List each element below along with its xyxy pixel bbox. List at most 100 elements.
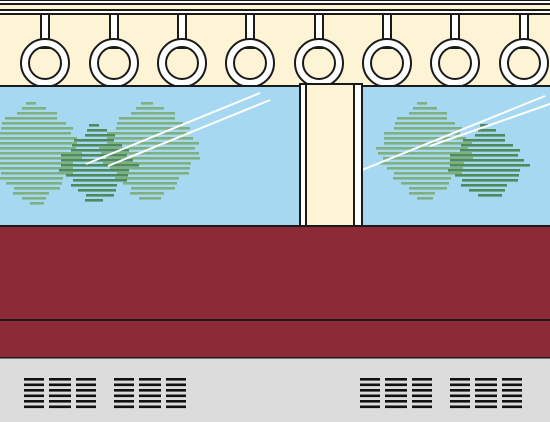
vent-slat (385, 383, 407, 387)
tree-stripe (383, 157, 473, 160)
vent-slat (412, 378, 432, 381)
tree-stripe (461, 184, 507, 187)
vent-slat (360, 383, 380, 387)
vent-slat (360, 394, 380, 398)
tree-stripe (119, 117, 175, 120)
tree-stripe (61, 164, 139, 167)
hand-strap-2 (89, 13, 139, 88)
vent-slat (114, 383, 134, 387)
vent-slat (385, 400, 407, 403)
floor-vents (24, 378, 522, 409)
tree-stripe (131, 187, 175, 190)
vent-slat (412, 394, 432, 398)
vent-slat (412, 383, 432, 387)
tree-stripe (393, 177, 451, 180)
hand-strap-ring (159, 40, 205, 86)
vent-slat (166, 389, 186, 392)
tree-stripe (59, 169, 129, 172)
vent-slat (76, 378, 96, 381)
tree-stripe (460, 149, 520, 152)
tree-stripe (2, 122, 66, 125)
seat-cushion (0, 319, 550, 359)
vent-grille-3 (360, 378, 432, 409)
tree-stripe (26, 102, 36, 105)
vent-slat (475, 389, 497, 392)
tree-stripe (448, 169, 520, 172)
tree-stripe (0, 167, 73, 170)
windows (0, 83, 550, 229)
tree-stripe (85, 199, 103, 202)
vent-slat (76, 394, 96, 398)
tree-stripe (378, 152, 472, 155)
hand-strap-8 (499, 13, 549, 88)
tree-stripe (0, 157, 82, 160)
tree-stripe (72, 144, 122, 147)
tree-stripe (409, 192, 435, 195)
vent-slat (450, 389, 470, 392)
tree-stripe (455, 174, 519, 177)
vent-slat (76, 405, 96, 409)
tree-stripe (30, 202, 44, 205)
hand-strap-ring (91, 40, 137, 86)
vent-slat (475, 378, 497, 381)
tree-stripe (101, 152, 199, 155)
vent-slat (475, 400, 497, 403)
tree-stripe (376, 147, 468, 150)
tree-stripe (0, 137, 77, 140)
tree-left-1 (0, 102, 82, 205)
vent-slat (166, 383, 186, 387)
tree-stripe (123, 182, 177, 185)
tree-stripe (86, 194, 114, 197)
tree-stripe (141, 102, 153, 105)
tree-stripe (14, 187, 60, 190)
vent-slat (166, 378, 186, 381)
tree-stripe (397, 117, 447, 120)
hand-strap-ring (501, 40, 547, 86)
vent-slat (49, 405, 71, 409)
tree-stripe (106, 157, 200, 160)
tree-stripe (462, 179, 518, 182)
vent-slat (502, 394, 522, 398)
tree-stripe (13, 192, 49, 195)
vent-slat (360, 378, 380, 381)
vent-slat (139, 405, 161, 409)
tree-stripe (417, 102, 427, 105)
handrail-bar-bottom (0, 9, 550, 15)
vent-slat (475, 383, 497, 387)
vent-slat (139, 394, 161, 398)
tree-stripe (6, 182, 62, 185)
tree-stripe (0, 177, 63, 180)
glare-line (107, 99, 271, 167)
vent-slat (49, 389, 71, 392)
tree-stripe (0, 132, 71, 135)
tree-left-2 (99, 102, 200, 200)
vent-slat (502, 383, 522, 387)
window-right-trees (376, 102, 530, 200)
tree-stripe (478, 129, 496, 132)
vent-slat (24, 405, 44, 409)
vent-slat (360, 405, 380, 409)
vent-grille-4 (450, 378, 522, 409)
vent-slat (502, 389, 522, 392)
hand-strap-ring (364, 40, 410, 86)
hand-strap-ring (227, 40, 273, 86)
seat-backrest (0, 225, 550, 321)
tree-stripe (136, 107, 164, 110)
vent-slat (412, 405, 432, 409)
tree-stripe (99, 147, 195, 150)
vent-slat (139, 389, 161, 392)
tree-stripe (395, 122, 455, 125)
handrail-bar-top (0, 0, 550, 5)
tree-stripe (463, 139, 505, 142)
tree-stripe (450, 154, 518, 157)
window-pillar-inner (305, 83, 355, 229)
tree-stripe (413, 107, 437, 110)
vent-slat (24, 389, 44, 392)
tree-stripe (1, 172, 73, 175)
tree-stripe (107, 132, 187, 135)
tree-stripe (71, 184, 117, 187)
vent-slat (385, 394, 407, 398)
tree-stripe (115, 177, 179, 180)
vent-slat (450, 400, 470, 403)
